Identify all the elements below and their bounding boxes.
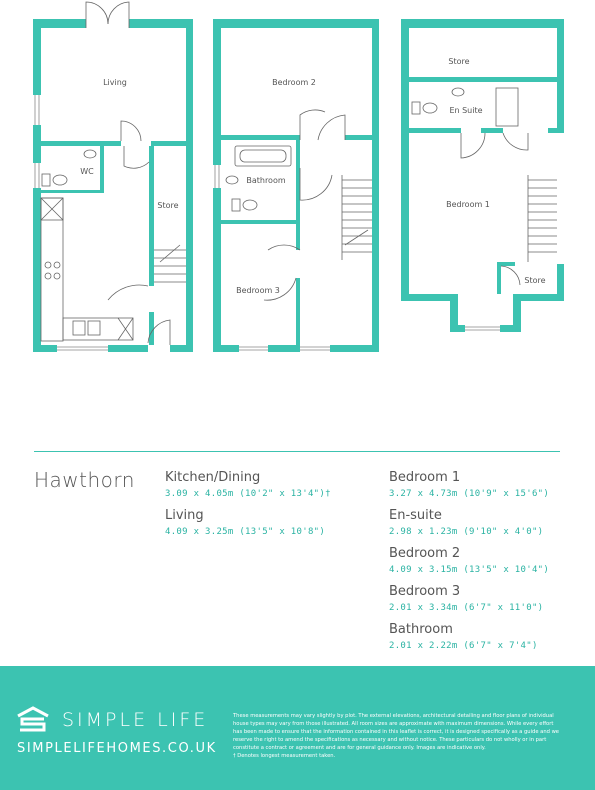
room-label-store-ground: Store — [157, 201, 178, 210]
room-size: 2.01 x 3.34m (6'7" x 11'0") — [389, 603, 544, 613]
dimension-entry: Bedroom 3 2.01 x 3.34m (6'7" x 11'0") — [389, 584, 549, 614]
section-divider — [34, 451, 560, 452]
second-floor-walls — [401, 19, 564, 332]
room-name: En-suite — [389, 508, 442, 523]
brand-logo: SIMPLE LIFE — [16, 706, 208, 734]
footer-band — [0, 666, 595, 790]
dimensions-column-right: Bedroom 1 3.27 x 4.73m (10'9" x 15'6") E… — [389, 470, 549, 660]
room-label-en-suite: En Suite — [449, 106, 482, 115]
dimension-entry: Bathroom 2.01 x 2.22m (6'7" x 7'4") — [389, 622, 549, 652]
house-type-name: Hawthorn — [34, 468, 135, 492]
room-size: 2.01 x 2.22m (6'7" x 7'4") — [389, 641, 538, 651]
room-label-living: Living — [103, 78, 127, 87]
dimension-entry: Kitchen/Dining 3.09 x 4.05m (10'2" x 13'… — [165, 470, 331, 500]
room-label-bathroom: Bathroom — [246, 176, 286, 185]
ground-floor-walls — [33, 19, 193, 352]
room-label-bedroom-3: Bedroom 3 — [236, 286, 280, 295]
dimensions-column-left: Kitchen/Dining 3.09 x 4.05m (10'2" x 13'… — [165, 470, 331, 546]
room-size: 4.09 x 3.15m (13'5" x 10'4") — [389, 565, 550, 575]
room-name: Bedroom 3 — [389, 584, 461, 599]
room-name: Bedroom 2 — [389, 546, 461, 561]
dimension-entry: Living 4.09 x 3.25m (13'5" x 10'8") — [165, 508, 331, 538]
dimension-entry: Bedroom 2 4.09 x 3.15m (13'5" x 10'4") — [389, 546, 549, 576]
room-label-store-bottom: Store — [524, 276, 545, 285]
floor-plans: Living WC Store Bedroom 2 Bathroom Bedro… — [33, 1, 564, 352]
website-link[interactable]: SIMPLELIFEHOMES.CO.UK — [17, 741, 217, 756]
room-size: 3.27 x 4.73m (10'9" x 15'6") — [389, 489, 550, 499]
room-size: 4.09 x 3.25m (13'5" x 10'8") — [165, 527, 326, 537]
disclaimer-text: These measurements may vary slightly by … — [233, 713, 560, 751]
disclaimer: These measurements may vary slightly by … — [233, 712, 561, 760]
room-name: Bedroom 1 — [389, 470, 461, 485]
room-size: 2.98 x 1.23m (9'10" x 4'0") — [389, 527, 544, 537]
brand-name: SIMPLE LIFE — [62, 709, 209, 731]
dimension-entry: Bedroom 1 3.27 x 4.73m (10'9" x 15'6") — [389, 470, 549, 500]
first-floor-walls — [213, 19, 379, 352]
room-label-store-top: Store — [448, 57, 469, 66]
room-label-bedroom-2: Bedroom 2 — [272, 78, 316, 87]
dimension-entry: En-suite 2.98 x 1.23m (9'10" x 4'0") — [389, 508, 549, 538]
house-s-logo-icon — [17, 706, 49, 732]
room-label-wc: WC — [80, 167, 94, 176]
footnote-text: † Denotes longest measurement taken. — [233, 753, 336, 759]
room-name: Kitchen/Dining — [165, 470, 261, 485]
room-size: 3.09 x 4.05m (10'2" x 13'4")† — [165, 489, 331, 499]
room-name: Bathroom — [389, 622, 453, 637]
room-name: Living — [165, 508, 204, 523]
room-label-bedroom-1: Bedroom 1 — [446, 200, 490, 209]
